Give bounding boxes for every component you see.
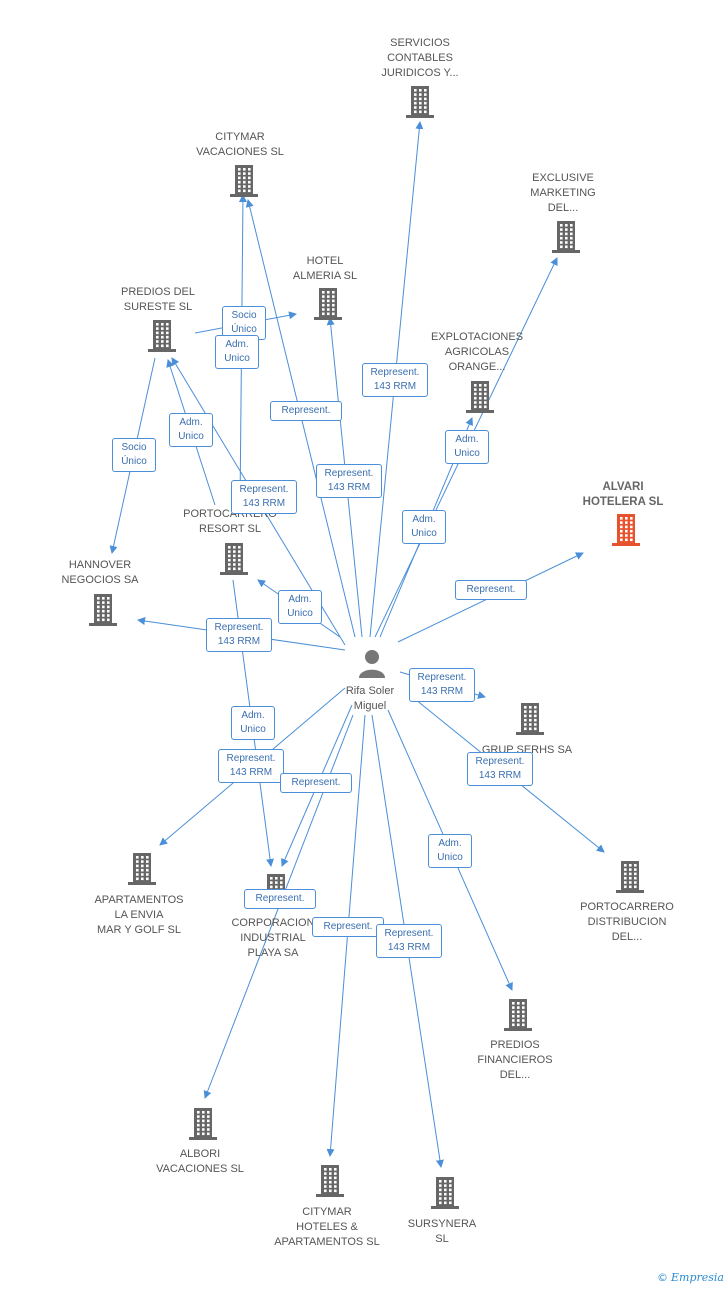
relation-label: Adm. Unico: [402, 510, 446, 544]
building-icon[interactable]: [515, 702, 545, 736]
relation-label: Socio Único: [112, 438, 156, 472]
relation-label: Adm. Unico: [445, 430, 489, 464]
relation-label: Represent. 143 RRM: [467, 752, 533, 786]
relation-label: Adm. Unico: [428, 834, 472, 868]
building-icon[interactable]: [503, 998, 533, 1032]
building-icon[interactable]: [611, 513, 641, 547]
person-icon[interactable]: [358, 648, 386, 678]
company-label-servicios[interactable]: SERVICIOS CONTABLES JURIDICOS Y...: [381, 37, 459, 79]
company-label-predios-sureste[interactable]: PREDIOS DEL SURESTE SL: [121, 286, 195, 313]
building-icon[interactable]: [465, 380, 495, 414]
relation-label: Represent. 143 RRM: [376, 924, 442, 958]
relation-label: Adm. Unico: [215, 335, 259, 369]
building-icon[interactable]: [147, 319, 177, 353]
relation-label: Socio Único: [222, 306, 266, 340]
company-label-explotaciones[interactable]: EXPLOTACIONES AGRICOLAS ORANGE...: [430, 331, 524, 373]
company-label-citymar-hot[interactable]: CITYMAR HOTELES & APARTAMENTOS SL: [274, 1206, 380, 1248]
relation-label: Adm. Unico: [169, 413, 213, 447]
relation-label: Adm. Unico: [278, 590, 322, 624]
empresia-logo: ©Empresia: [657, 1271, 724, 1284]
company-label-apartamentos[interactable]: APARTAMENTOS LA ENVIA MAR Y GOLF SL: [94, 894, 184, 936]
relation-label: Represent.: [270, 401, 342, 421]
relation-label: Represent.: [244, 889, 316, 909]
building-icon[interactable]: [219, 542, 249, 576]
building-icon[interactable]: [551, 220, 581, 254]
relation-label: Represent. 143 RRM: [218, 749, 284, 783]
company-label-portocarrero-dist[interactable]: PORTOCARRERO DISTRIBUCION DEL...: [580, 901, 674, 943]
building-icon[interactable]: [88, 593, 118, 627]
relation-label: Represent. 143 RRM: [231, 480, 297, 514]
company-label-citymar-vac[interactable]: CITYMAR VACACIONES SL: [196, 131, 284, 158]
company-label-corporacion[interactable]: CORPORACION INDUSTRIAL PLAYA SA: [231, 917, 315, 959]
relation-label: Adm. Unico: [231, 706, 275, 740]
company-label-albori[interactable]: ALBORI VACACIONES SL: [156, 1148, 244, 1175]
company-label-hannover[interactable]: HANNOVER NEGOCIOS SA: [61, 559, 139, 586]
building-icon[interactable]: [615, 860, 645, 894]
company-label-sursynera[interactable]: SURSYNERA SL: [407, 1218, 477, 1245]
company-label-predios-fin[interactable]: PREDIOS FINANCIEROS DEL...: [477, 1039, 553, 1081]
building-icon[interactable]: [229, 164, 259, 198]
building-icon[interactable]: [127, 852, 157, 886]
company-label-alvari[interactable]: ALVARI HOTELERA SL: [582, 481, 664, 508]
company-label-exclusive[interactable]: EXCLUSIVE MARKETING DEL...: [530, 172, 596, 214]
relation-label: Represent.: [312, 917, 384, 937]
building-icon[interactable]: [315, 1164, 345, 1198]
company-label-hotel-almeria[interactable]: HOTEL ALMERIA SL: [292, 255, 358, 282]
relation-label: Represent.: [280, 773, 352, 793]
relation-label: Represent.: [455, 580, 527, 600]
relation-label: Represent. 143 RRM: [362, 363, 428, 397]
building-icon[interactable]: [188, 1107, 218, 1141]
relation-label: Represent. 143 RRM: [206, 618, 272, 652]
center-person-label[interactable]: Rifa Soler Miguel: [345, 685, 395, 712]
building-icon[interactable]: [430, 1176, 460, 1210]
relation-label: Represent. 143 RRM: [409, 668, 475, 702]
relation-label: Represent. 143 RRM: [316, 464, 382, 498]
building-icon[interactable]: [313, 287, 343, 321]
building-icon[interactable]: [405, 85, 435, 119]
